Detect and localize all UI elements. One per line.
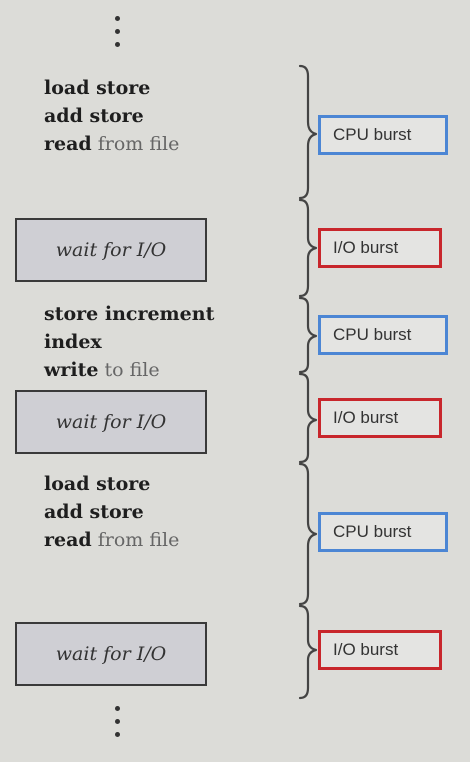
code-line: write to file <box>44 359 160 381</box>
code-block-2: store increment index write to file <box>44 300 214 384</box>
top-ellipsis <box>108 16 126 55</box>
brace-io-2 <box>298 372 318 464</box>
code-line: read from file <box>44 529 180 551</box>
brace-cpu-2 <box>298 296 318 374</box>
brace-cpu-1 <box>298 64 318 200</box>
brace-io-1 <box>298 198 318 298</box>
wait-for-io-box-2: wait for I/O <box>15 390 207 454</box>
code-line: add store <box>44 501 144 523</box>
io-burst-box-2: I/O burst <box>318 398 442 438</box>
cpu-burst-box-1: CPU burst <box>318 115 448 155</box>
cpu-burst-box-2: CPU burst <box>318 315 448 355</box>
io-burst-box-3: I/O burst <box>318 630 442 670</box>
code-line: index <box>44 331 102 353</box>
io-burst-box-1: I/O burst <box>318 228 442 268</box>
wait-for-io-box-3: wait for I/O <box>15 622 207 686</box>
wait-for-io-box-1: wait for I/O <box>15 218 207 282</box>
cpu-burst-box-3: CPU burst <box>318 512 448 552</box>
code-line: read from file <box>44 133 180 155</box>
brace-io-3 <box>298 604 318 700</box>
brace-cpu-3 <box>298 462 318 606</box>
code-line: add store <box>44 105 144 127</box>
code-line: load store <box>44 77 151 99</box>
code-block-1: load store add store read from file <box>44 74 179 158</box>
code-block-3: load store add store read from file <box>44 470 179 554</box>
code-line: store increment <box>44 303 215 325</box>
bottom-ellipsis <box>108 706 126 745</box>
code-line: load store <box>44 473 151 495</box>
